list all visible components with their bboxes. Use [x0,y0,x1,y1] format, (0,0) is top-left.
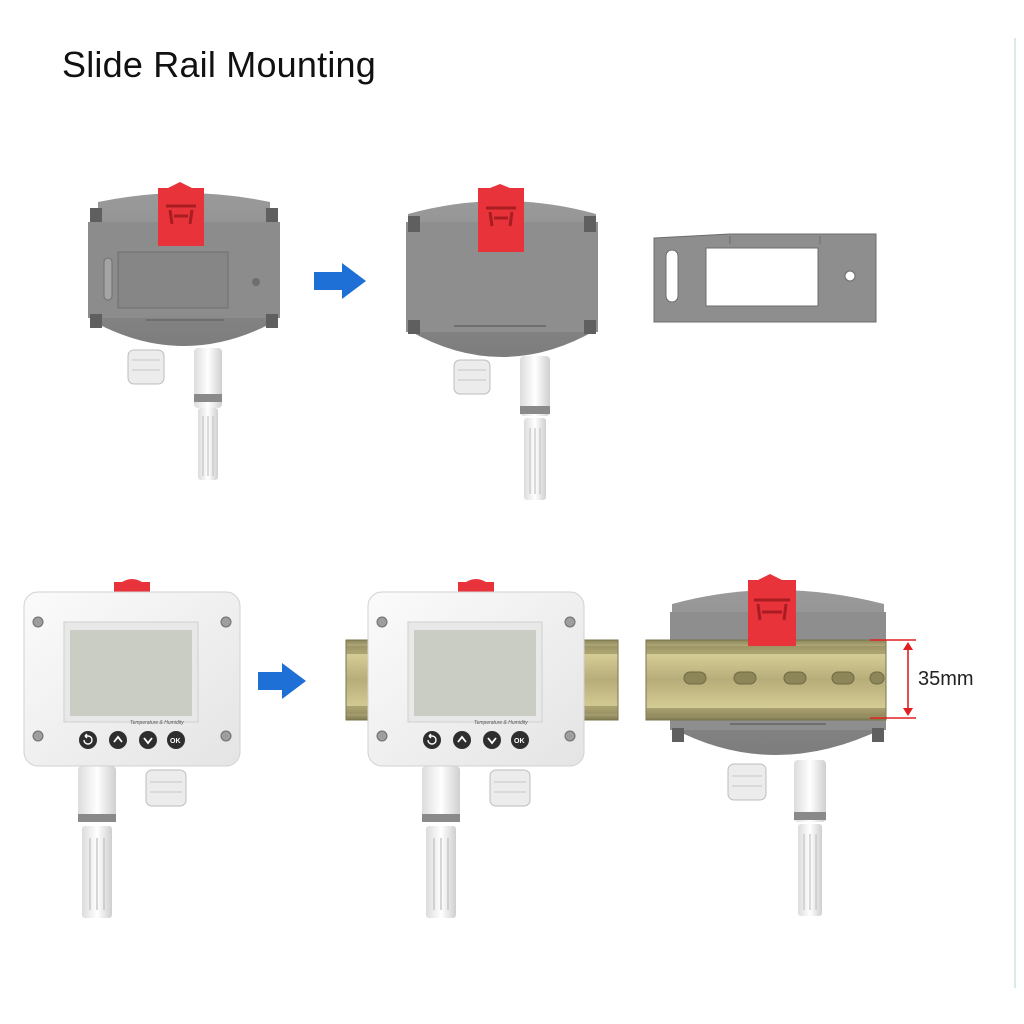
device-front: Temperature & Humidity OK [23,579,241,918]
arrow-right-icon [258,663,306,699]
cable-gland [145,769,187,807]
probe [520,356,550,500]
device-back-closed [406,184,598,500]
red-clip [158,182,204,246]
cable-gland [127,349,165,385]
probe [794,760,826,916]
mounting-bracket [653,233,877,323]
probe [422,766,460,918]
cable-gland [727,763,767,801]
device-front-on-rail: Temperature & Humidity OK [345,579,619,918]
device-back-open [88,182,280,480]
ok-button-label: OK [514,738,525,745]
button-row: OK [79,731,185,749]
page-title: Slide Rail Mounting [62,44,376,85]
chevron-up-icon [457,735,467,743]
lcd-screen [414,630,536,716]
dimension-marker [870,639,916,719]
arrow-right-icon [314,263,366,299]
cable-gland [453,359,491,395]
device-back-on-rail: 35mm [645,574,974,916]
probe [78,766,116,918]
button-row: OK [423,731,529,749]
chevron-up-icon [113,735,123,743]
red-clip [748,574,796,646]
cable-gland [489,769,531,807]
probe [194,348,222,480]
dimension-label: 35mm [918,668,974,690]
back-icon [427,733,437,745]
back-icon [83,733,93,745]
red-clip-top [114,579,150,594]
ok-button-label: OK [170,738,181,745]
chevron-down-icon [143,737,153,745]
lcd-screen [70,630,192,716]
din-rail [645,639,887,721]
divider-line [1014,38,1016,988]
red-clip [478,184,524,252]
device-caption: Temperature & Humidity [130,720,184,726]
chevron-down-icon [487,737,497,745]
device-caption: Temperature & Humidity [474,720,528,726]
